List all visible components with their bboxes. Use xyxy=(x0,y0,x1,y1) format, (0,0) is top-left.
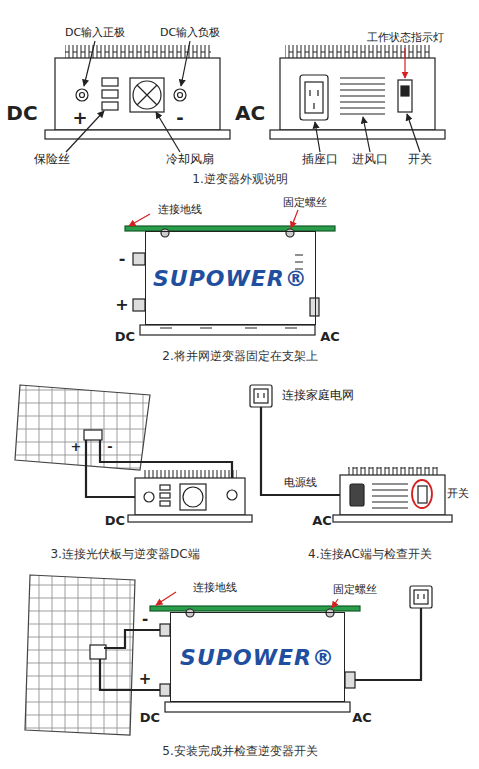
part-label: - xyxy=(107,440,112,455)
step-caption: 1.逆变器外观说明 xyxy=(192,173,287,187)
part-label: AC xyxy=(235,102,265,125)
part-label: AC xyxy=(352,711,372,726)
part-label: 固定螺丝 xyxy=(333,584,377,597)
step-caption: 5.安装完成并检查逆变器开关 xyxy=(162,745,317,759)
part-label: DC输入正极 xyxy=(65,27,125,40)
step-caption: 3.连接光伏板与逆变器DC端 xyxy=(50,548,199,562)
part-label: 连接地线 xyxy=(193,582,237,595)
brand-logo: SUPOWER® xyxy=(180,645,335,670)
part-label: 连接家庭电网 xyxy=(282,389,354,403)
part-label: 开关 xyxy=(408,153,432,167)
part-label: + xyxy=(139,671,152,688)
part-label: - xyxy=(176,108,183,129)
part-label: 保险丝 xyxy=(34,153,70,167)
part-label: - xyxy=(142,611,148,628)
part-label: DC xyxy=(115,330,135,345)
part-label: 工作状态指示灯 xyxy=(367,32,444,45)
part-label: DC输入负极 xyxy=(160,27,220,40)
part-label: 电源线 xyxy=(284,477,317,490)
part-label: 连接地线 xyxy=(158,204,202,217)
part-label: 开关 xyxy=(447,488,469,501)
step-caption: 2.将并网逆变器固定在支架上 xyxy=(162,350,317,364)
part-label: DC xyxy=(105,514,125,529)
part-label: 进风口 xyxy=(352,153,388,167)
part-label: DC xyxy=(140,711,160,726)
inverter-body: SUPOWER® xyxy=(145,231,316,325)
part-label: + xyxy=(71,440,82,455)
part-label: 冷却风扇 xyxy=(166,153,214,167)
part-label: + xyxy=(115,296,128,314)
part-label: AC xyxy=(312,514,332,529)
part-label: 固定螺丝 xyxy=(283,197,327,210)
inverter-body: SUPOWER® xyxy=(170,612,345,702)
part-label: DC xyxy=(6,102,37,125)
step-caption: 4.连接AC端与检查开关 xyxy=(308,548,432,562)
brand-logo: SUPOWER® xyxy=(153,266,308,291)
part-label: + xyxy=(72,108,87,129)
part-label: AC xyxy=(320,330,340,345)
part-label: 插座口 xyxy=(302,153,338,167)
part-label: - xyxy=(119,250,126,268)
